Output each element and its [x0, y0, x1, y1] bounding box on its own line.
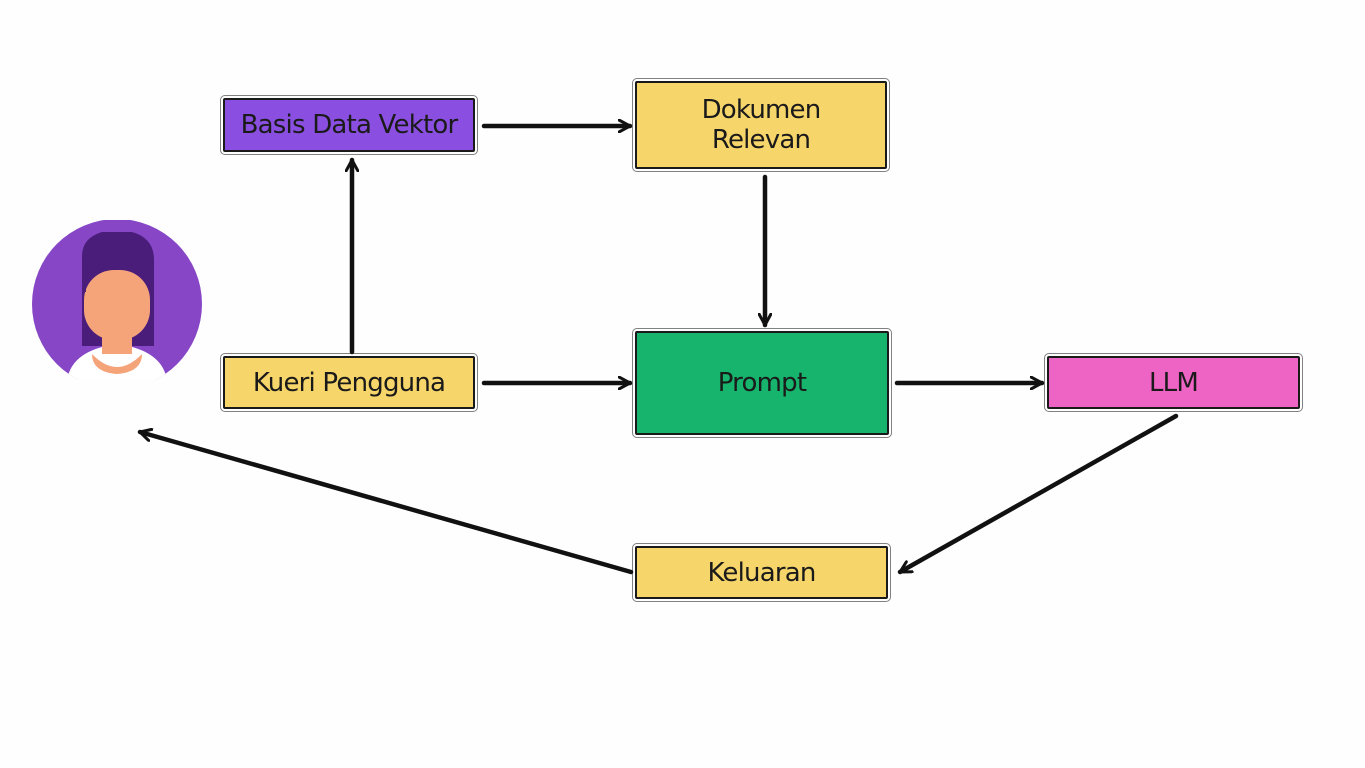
arrow-llm-to-output	[897, 413, 1179, 575]
user-avatar-icon	[32, 220, 202, 380]
node-label: Kueri Pengguna	[252, 367, 446, 398]
node-llm: LLM	[1044, 353, 1307, 416]
node-user-query: Kueri Pengguna	[220, 353, 482, 416]
node-label: LLM	[1148, 367, 1199, 398]
node-label: Keluaran	[707, 557, 816, 588]
node-output: Keluaran	[632, 543, 895, 606]
node-relevant-documents: Dokumen Relevan	[632, 78, 894, 176]
arrow-output-to-user	[137, 432, 634, 575]
node-label: Prompt	[717, 368, 807, 398]
node-label: Basis Data Vektor	[240, 110, 459, 140]
node-prompt: Prompt	[632, 328, 896, 442]
node-label: Dokumen Relevan	[701, 95, 822, 155]
node-vector-database: Basis Data Vektor	[220, 95, 482, 159]
